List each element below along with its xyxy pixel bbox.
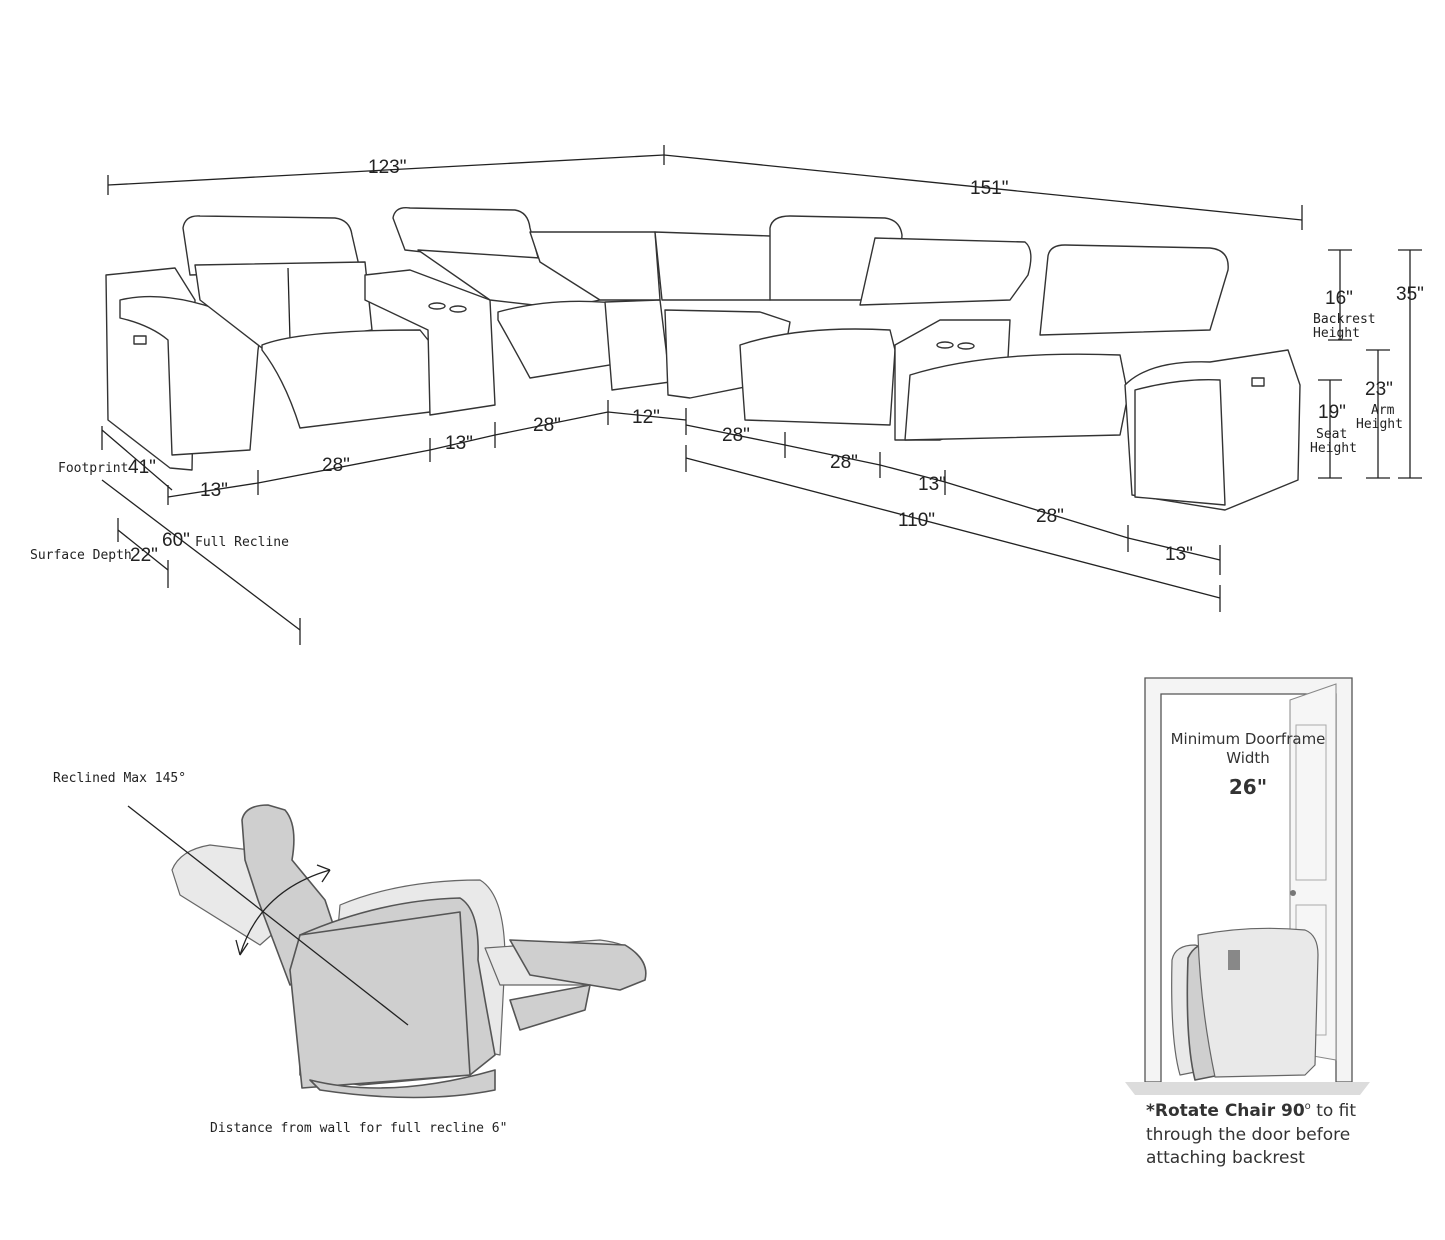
dimension-lines <box>101 145 1422 645</box>
doorframe-illustration <box>1125 677 1370 1095</box>
label-arm-2: Height <box>1356 417 1403 432</box>
label-backrest-2: Height <box>1313 326 1360 341</box>
dim-right-total-110: 110" <box>898 510 935 531</box>
dim-123: 123" <box>368 157 406 178</box>
recline-title: Reclined Max 145° <box>53 771 186 786</box>
label-arm-1: Arm <box>1371 403 1395 418</box>
dim-left-seat-28: 28" <box>322 455 350 476</box>
dim-arm-23: 23" <box>1365 379 1393 400</box>
label-full-recline: Full Recline <box>195 535 289 550</box>
dim-overall-35: 35" <box>1396 284 1424 305</box>
dim-surface-depth-22: 22" <box>130 545 158 566</box>
dim-right-console-13: 13" <box>918 474 946 495</box>
recline-distance-note: Distance from wall for full recline 6" <box>210 1121 507 1136</box>
dim-corner-12: 12" <box>632 407 660 428</box>
door-title-line1: Minimum Doorframe <box>1171 730 1326 748</box>
dim-right-seat1-28: 28" <box>722 425 750 446</box>
door-note-rest: to fit <box>1311 1101 1357 1121</box>
dim-footprint-41: 41" <box>128 457 156 478</box>
dim-backrest-16: 16" <box>1325 288 1353 309</box>
sectional-sofa-illustration <box>105 207 1301 511</box>
dim-full-recline-60: 60" <box>162 530 190 551</box>
dim-seat-19: 19" <box>1318 402 1346 423</box>
label-footprint: Footprint <box>58 461 128 476</box>
dim-left-console-13: 13" <box>445 433 473 454</box>
dim-left-seat2-28: 28" <box>533 415 561 436</box>
dim-left-arm-13: 13" <box>200 480 228 501</box>
label-seat-1: Seat <box>1316 427 1347 442</box>
dim-151: 151" <box>970 178 1008 199</box>
door-note-bold: *Rotate Chair 90 <box>1146 1101 1305 1121</box>
door-note-line2: through the door before <box>1146 1125 1350 1145</box>
recliner-side-illustration <box>127 804 647 1099</box>
label-seat-2: Height <box>1310 441 1357 456</box>
door-note-line3: attaching backrest <box>1146 1148 1305 1168</box>
door-width: 26" <box>1229 775 1267 799</box>
dim-right-seat2-28: 28" <box>830 452 858 473</box>
dim-right-arm-13: 13" <box>1165 544 1193 565</box>
label-surface-depth: Surface Depth <box>30 548 132 563</box>
dim-right-seat3-28: 28" <box>1036 506 1064 527</box>
door-note-line1: *Rotate Chair 90o to fit <box>1146 1101 1356 1121</box>
door-note-degree: o <box>1305 1101 1311 1112</box>
door-title-line2: Width <box>1226 749 1270 767</box>
label-backrest-1: Backrest <box>1313 312 1376 327</box>
